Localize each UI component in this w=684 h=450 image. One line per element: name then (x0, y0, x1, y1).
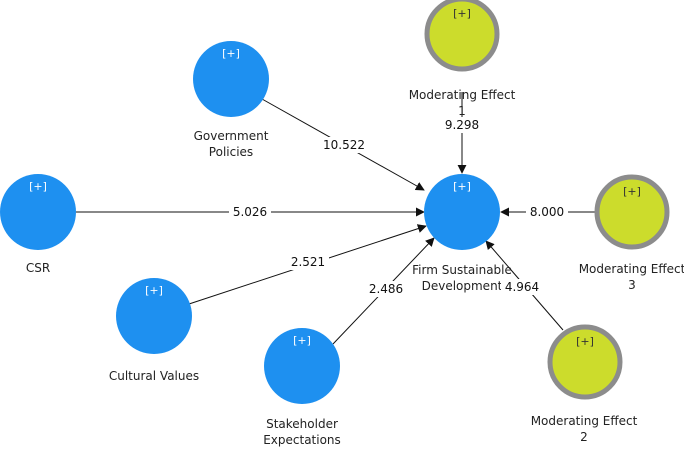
node-cult[interactable]: [+] (116, 278, 192, 354)
path-coefficient-csr: 5.026 (229, 204, 271, 220)
expand-toggle-icon[interactable]: [+] (453, 7, 471, 20)
node-label-line: Cultural Values (109, 369, 199, 383)
coef-layer: 10.522 5.026 2.521 2.486 9.298 4.964 8.000 (229, 117, 568, 297)
expand-toggle-icon[interactable]: [+] (453, 180, 471, 193)
coefficient-background (441, 117, 483, 133)
coefficient-value: 2.521 (291, 255, 325, 269)
expand-toggle-icon[interactable]: [+] (576, 335, 594, 348)
node-label-line: Development (422, 279, 503, 293)
node-label-line: Moderating Effect (531, 414, 638, 428)
construct-circle[interactable] (424, 174, 500, 250)
coefficient-value: 10.522 (323, 138, 365, 152)
node-label-line: Expectations (263, 433, 341, 447)
path-coefficient-mod2: 4.964 (501, 279, 543, 295)
coefficient-background (526, 204, 568, 220)
construct-circle[interactable] (193, 41, 269, 117)
node-label-line: 1 (458, 104, 466, 118)
node-label-mod2: Moderating Effect 2 (531, 414, 638, 444)
coefficient-value: 9.298 (445, 118, 479, 132)
expand-toggle-icon[interactable]: [+] (293, 334, 311, 347)
node-mod2[interactable]: [+] (547, 324, 623, 400)
construct-circle[interactable] (0, 174, 76, 250)
moderator-circle[interactable] (424, 0, 500, 72)
construct-circle[interactable] (264, 328, 340, 404)
node-mod1[interactable]: [+] (424, 0, 500, 72)
expand-toggle-icon[interactable]: [+] (29, 180, 47, 193)
node-label-line: Government (194, 129, 269, 143)
node-label-line: 2 (580, 430, 588, 444)
path-coefficient-cult: 2.521 (287, 254, 329, 270)
path-coefficient-mod1: 9.298 (441, 117, 483, 133)
path-coefficient-mod3: 8.000 (526, 204, 568, 220)
expand-toggle-icon[interactable]: [+] (145, 284, 163, 297)
coefficient-background (229, 204, 271, 220)
expand-toggle-icon[interactable]: [+] (623, 185, 641, 198)
node-label-line: CSR (26, 261, 50, 275)
coefficient-background (287, 254, 329, 270)
node-firm[interactable]: [+] (424, 174, 500, 250)
node-csr[interactable]: [+] (0, 174, 76, 250)
node-mod3[interactable]: [+] (594, 174, 670, 250)
moderator-circle[interactable] (547, 324, 623, 400)
coefficient-value: 5.026 (233, 205, 267, 219)
coefficient-background (365, 281, 407, 297)
node-label-csr: CSR (26, 261, 50, 275)
node-stake[interactable]: [+] (264, 328, 340, 404)
node-label-line: 3 (628, 278, 636, 292)
node-label-line: Policies (209, 145, 253, 159)
coefficient-value: 8.000 (530, 205, 564, 219)
path-coefficient-stake: 2.486 (365, 281, 407, 297)
path-coefficient-gov: 10.522 (319, 137, 369, 153)
nodes-layer: [+] [+] [+] [+] [+] [+] [+] [+] (0, 0, 670, 404)
coefficient-background (319, 137, 369, 153)
node-label-mod3: Moderating Effect 3 (579, 262, 684, 292)
node-label-line: Firm Sustainable (412, 263, 512, 277)
construct-circle[interactable] (116, 278, 192, 354)
coefficient-value: 4.964 (505, 280, 539, 294)
node-label-line: Moderating Effect (409, 88, 516, 102)
coefficient-background (501, 279, 543, 295)
expand-toggle-icon[interactable]: [+] (222, 47, 240, 60)
node-label-line: Moderating Effect (579, 262, 684, 276)
node-label-cult: Cultural Values (109, 369, 199, 383)
node-label-line: Stakeholder (266, 417, 338, 431)
node-label-mod1: Moderating Effect 1 (409, 88, 516, 118)
moderator-circle[interactable] (594, 174, 670, 250)
coefficient-value: 2.486 (369, 282, 403, 296)
node-gov[interactable]: [+] (193, 41, 269, 117)
